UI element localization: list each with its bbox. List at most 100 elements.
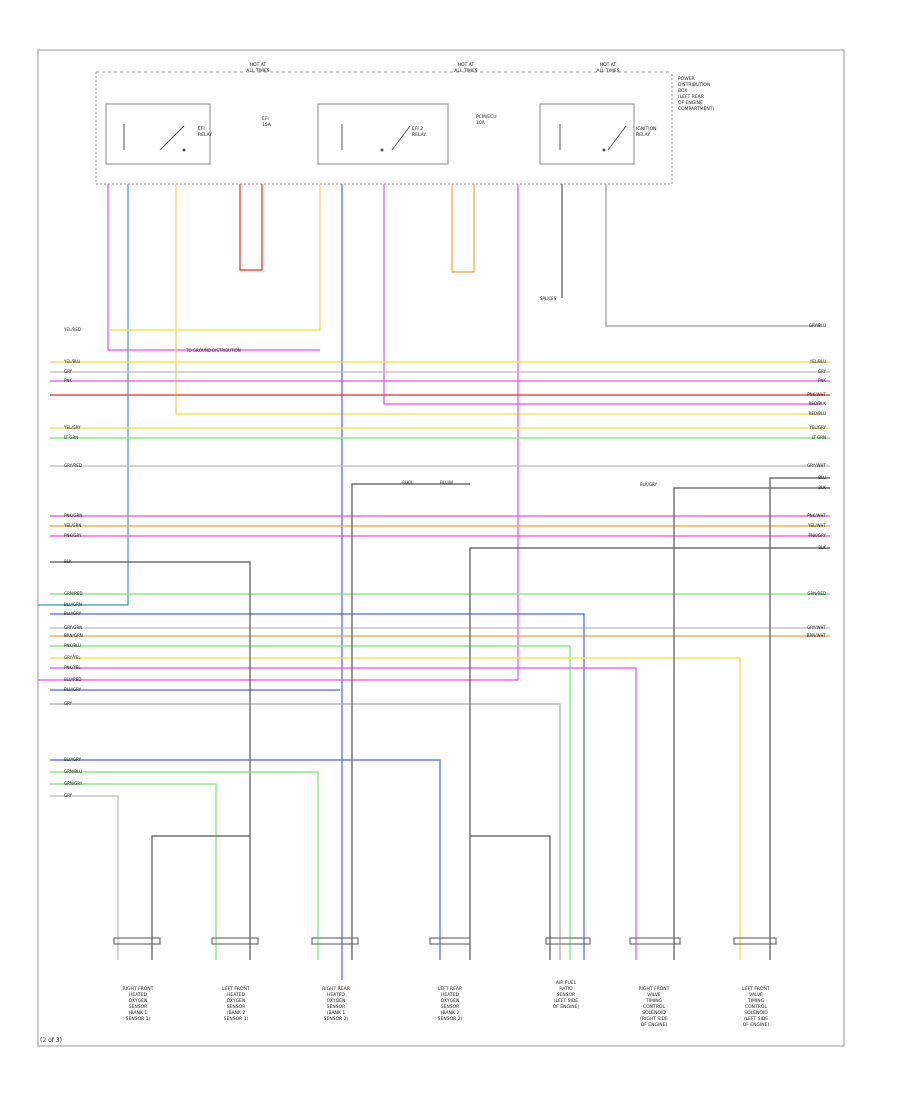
efi-2-relay: EFI 2 RELAY <box>317 103 449 165</box>
svg-text:BLU/GRY: BLU/GRY <box>64 611 82 616</box>
svg-text:GRY: GRY <box>64 793 73 798</box>
svg-text:OF ENGINE): OF ENGINE) <box>641 1022 668 1028</box>
svg-text:GRY/GRN: GRY/GRN <box>64 625 82 630</box>
svg-text:EFI: EFI <box>262 116 269 122</box>
svg-text:LEFT REAR: LEFT REAR <box>438 986 462 992</box>
svg-text:BLK/GRY: BLK/GRY <box>640 482 658 487</box>
svg-text:GRN/RED: GRN/RED <box>64 591 83 596</box>
svg-text:SENSOR: SENSOR <box>129 1004 148 1010</box>
svg-text:IGNITION: IGNITION <box>636 126 657 132</box>
svg-text:DISTRIBUTION: DISTRIBUTION <box>678 82 710 88</box>
svg-text:TIMING: TIMING <box>747 998 765 1004</box>
svg-text:RELAY: RELAY <box>198 132 212 138</box>
svg-text:AIR FUEL: AIR FUEL <box>556 980 577 986</box>
svg-text:(LEFT REAR: (LEFT REAR <box>678 94 704 100</box>
svg-text:PNK/WHT: PNK/WHT <box>807 513 826 518</box>
svg-text:RELAY: RELAY <box>412 132 426 138</box>
svg-text:RATIO: RATIO <box>559 986 573 992</box>
svg-text:GRY/WHT: GRY/WHT <box>807 625 826 630</box>
svg-text:RED/BLK: RED/BLK <box>809 401 827 406</box>
svg-text:COMPARTMENT): COMPARTMENT) <box>678 106 714 112</box>
left-wire-labels: YEL/RED YEL/BLU GRY PNK YEL/GRY LT GRN G… <box>63 327 83 798</box>
svg-text:PNK/YEL: PNK/YEL <box>64 665 81 670</box>
svg-text:PNK/GRN: PNK/GRN <box>64 513 82 518</box>
svg-text:YEL/GRY: YEL/GRY <box>63 425 81 430</box>
svg-text:EFI 2: EFI 2 <box>412 126 423 132</box>
svg-text:HOT AT: HOT AT <box>600 62 617 68</box>
svg-text:RELAY: RELAY <box>636 132 650 138</box>
svg-text:OXYGEN: OXYGEN <box>129 998 148 1004</box>
svg-text:YEL/GRN: YEL/GRN <box>63 523 81 528</box>
svg-text:BRN/GRN: BRN/GRN <box>64 633 83 638</box>
svg-text:GRY: GRY <box>64 701 73 706</box>
svg-text:RIGHT REAR: RIGHT REAR <box>322 986 350 992</box>
pcm-ecu-fuse: PCM/ECU 10A <box>476 114 497 126</box>
svg-text:GRY/WHT: GRY/WHT <box>807 463 826 468</box>
page-number: (2 of 3) <box>40 1037 62 1044</box>
header-label-3: HOT AT ALL TIMES <box>596 62 619 74</box>
page-frame <box>37 49 845 1047</box>
svg-text:BLU: BLU <box>818 475 826 480</box>
efi-fuse: EFI 15A <box>262 116 272 128</box>
component-oxygen-sensor-lr: LEFT REAR HEATED OXYGEN SENSOR (BANK 2 S… <box>438 986 463 1022</box>
svg-text:ALL TIMES: ALL TIMES <box>454 68 477 74</box>
svg-text:(RIGHT SIDE: (RIGHT SIDE <box>640 1016 668 1022</box>
svg-text:(BANK 2: (BANK 2 <box>227 1010 246 1016</box>
svg-text:HEATED: HEATED <box>227 992 246 998</box>
svg-text:HOT AT: HOT AT <box>458 62 475 68</box>
svg-text:GRY/YEL: GRY/YEL <box>64 655 81 660</box>
svg-text:YEL/GRY: YEL/GRY <box>808 425 826 430</box>
svg-text:OXYGEN: OXYGEN <box>227 998 246 1004</box>
svg-text:BLU/GRN: BLU/GRN <box>64 602 82 607</box>
svg-text:LEFT FRONT: LEFT FRONT <box>222 986 250 992</box>
svg-text:LT GRN: LT GRN <box>812 435 826 440</box>
svg-text:LT GRN: LT GRN <box>64 435 78 440</box>
svg-text:ALL TIMES: ALL TIMES <box>596 68 619 74</box>
svg-text:GRY/RED: GRY/RED <box>64 463 82 468</box>
svg-text:PNK/GRY: PNK/GRY <box>809 533 827 538</box>
svg-text:BLU/W: BLU/W <box>440 480 453 485</box>
svg-text:YEL/RED: YEL/RED <box>63 327 81 332</box>
svg-text:OF ENGINE): OF ENGINE) <box>553 1004 580 1010</box>
component-oxygen-sensor-lf: LEFT FRONT HEATED OXYGEN SENSOR (BANK 2 … <box>222 986 250 1022</box>
right-wire-labels: GRY/BLU YEL/BLU GRY PNK PNK/WHT RED/BLK … <box>807 323 827 638</box>
component-air-fuel-ratio-sensor: AIR FUEL RATIO SENSOR (LEFT SIDE OF ENGI… <box>553 980 580 1010</box>
svg-text:YEL/WHT: YEL/WHT <box>807 523 827 528</box>
component-oxygen-sensor-rr: RIGHT REAR HEATED OXYGEN SENSOR (BANK 1 … <box>322 986 350 1022</box>
svg-text:EFI: EFI <box>198 126 205 132</box>
component-connectors <box>113 937 777 945</box>
svg-text:GRY: GRY <box>64 369 73 374</box>
svg-text:PNK/GRY: PNK/GRY <box>64 533 82 538</box>
svg-text:YEL/BLU: YEL/BLU <box>809 359 826 364</box>
svg-text:(BANK 1: (BANK 1 <box>327 1010 346 1016</box>
svg-text:BLK: BLK <box>818 485 826 490</box>
svg-text:LEFT FRONT: LEFT FRONT <box>742 986 770 992</box>
efi-relay: EFI RELAY <box>105 103 212 165</box>
svg-text:BLU/RED: BLU/RED <box>64 677 81 682</box>
svg-text:PNK/WHT: PNK/WHT <box>807 392 826 397</box>
svg-text:HEATED: HEATED <box>327 992 346 998</box>
svg-text:(LEFT SIDE: (LEFT SIDE <box>744 1016 768 1022</box>
svg-text:SOLENOID: SOLENOID <box>642 1010 666 1016</box>
harness-wires <box>50 361 830 960</box>
svg-text:GRN/RED: GRN/RED <box>807 591 826 596</box>
svg-text:BLK: BLK <box>818 545 826 550</box>
svg-text:HEATED: HEATED <box>129 992 148 998</box>
header-label-2: HOT AT ALL TIMES <box>454 62 477 74</box>
power-distribution-box-label: POWER DISTRIBUTION BOX (LEFT REAR OF ENG… <box>678 76 714 112</box>
component-valve-timing-solenoid-lf: LEFT FRONT VALVE TIMING CONTROL SOLENOID… <box>742 986 770 1028</box>
svg-text:(BANK 2: (BANK 2 <box>441 1010 460 1016</box>
svg-text:TO GROUND DISTRIBUTION: TO GROUND DISTRIBUTION <box>185 348 241 353</box>
svg-text:SPLICES: SPLICES <box>540 296 557 301</box>
svg-text:OF ENGINE: OF ENGINE <box>678 100 703 106</box>
svg-text:TIMING: TIMING <box>645 998 663 1004</box>
svg-text:ALL TIMES: ALL TIMES <box>246 68 269 74</box>
sensor-feed-wires <box>50 759 551 960</box>
svg-text:PCM/ECU: PCM/ECU <box>476 114 497 120</box>
svg-text:15A: 15A <box>262 122 272 128</box>
svg-text:CONTROL: CONTROL <box>643 1004 665 1010</box>
svg-text:HEATED: HEATED <box>441 992 460 998</box>
svg-text:OF ENGINE): OF ENGINE) <box>743 1022 770 1028</box>
svg-text:BOX: BOX <box>678 88 687 94</box>
